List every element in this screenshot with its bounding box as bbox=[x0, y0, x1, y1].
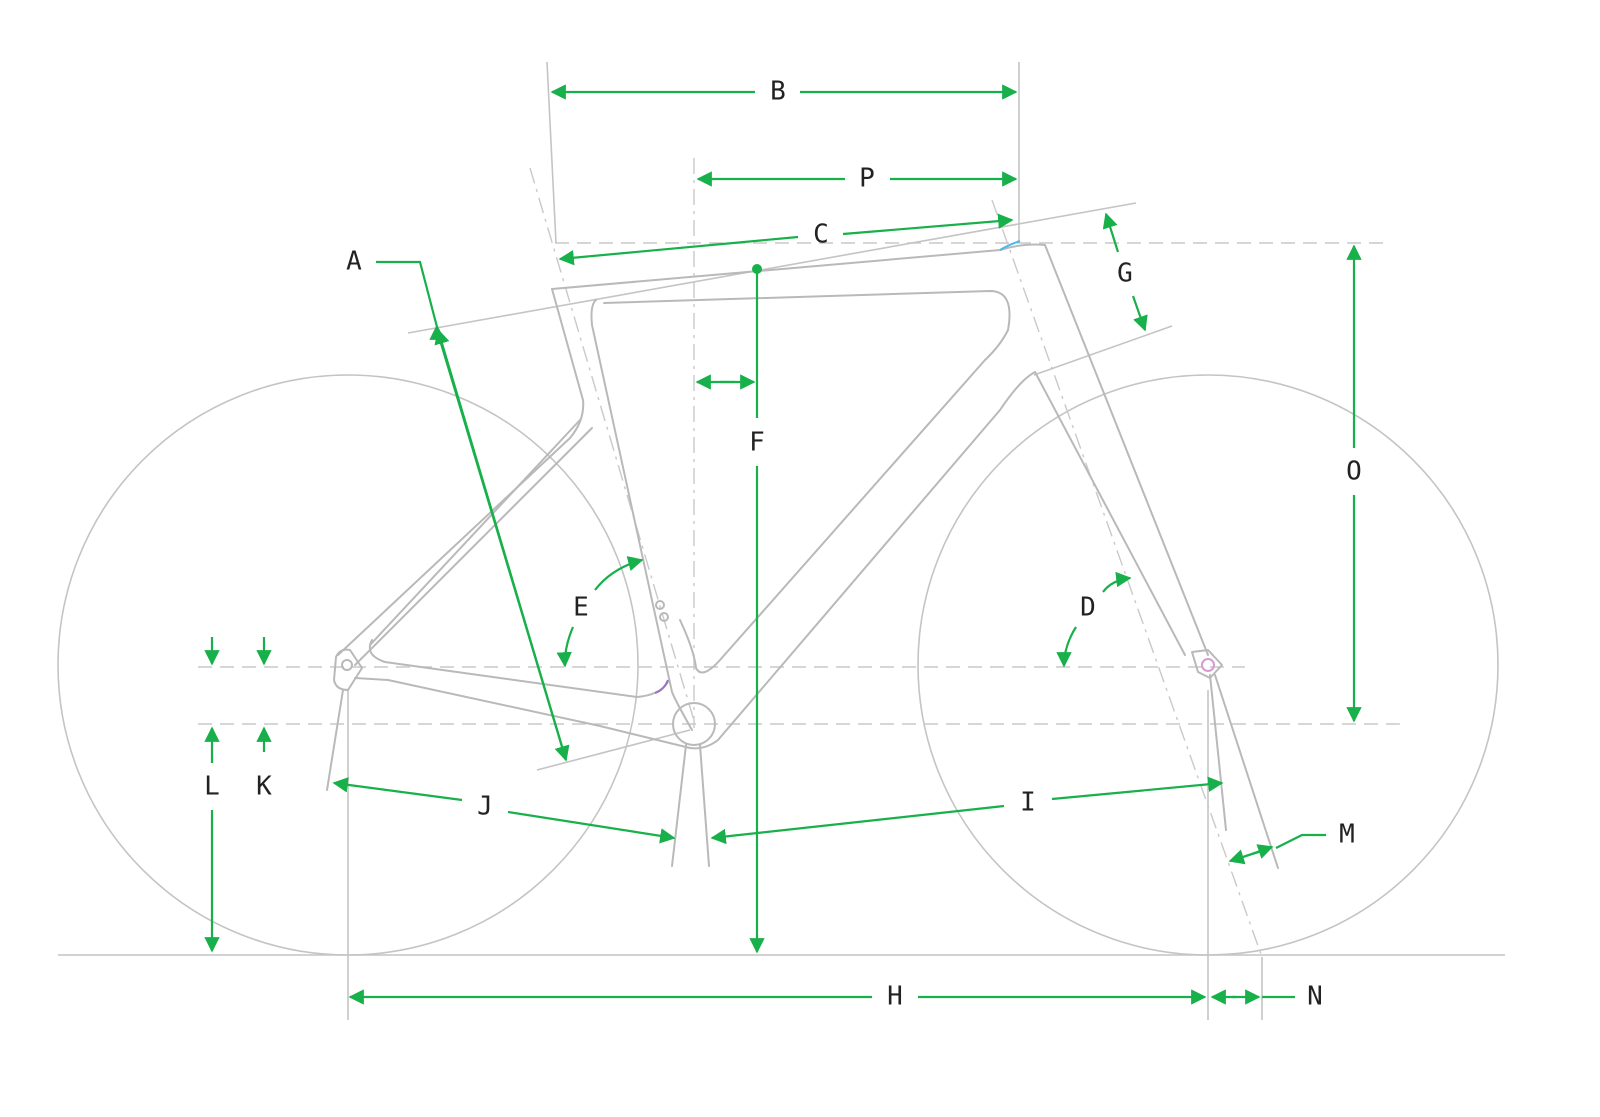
label-e: E bbox=[573, 593, 589, 623]
chainstay-ref-line bbox=[536, 729, 691, 771]
label-f: F bbox=[749, 428, 765, 458]
bike-frame bbox=[326, 240, 1279, 869]
label-j: J bbox=[477, 792, 493, 822]
label-d: D bbox=[1080, 593, 1096, 623]
head-offset-line bbox=[1033, 325, 1173, 376]
label-i: I bbox=[1020, 788, 1036, 818]
label-k: K bbox=[256, 772, 272, 802]
dimensions bbox=[204, 84, 1362, 1005]
seat-axis-line bbox=[529, 167, 696, 725]
frame-axis-line bbox=[407, 202, 1137, 334]
label-n: N bbox=[1307, 982, 1323, 1012]
label-p: P bbox=[859, 164, 875, 194]
label-o: O bbox=[1346, 457, 1362, 487]
label-g: G bbox=[1117, 259, 1133, 289]
steer-axis-line bbox=[991, 199, 1263, 958]
label-c: C bbox=[813, 220, 829, 250]
label-b: B bbox=[770, 77, 786, 107]
stack-ext-line bbox=[546, 61, 557, 244]
label-h: H bbox=[887, 982, 903, 1012]
label-m: M bbox=[1339, 820, 1355, 850]
label-a: A bbox=[346, 247, 362, 277]
label-l: L bbox=[204, 772, 220, 802]
